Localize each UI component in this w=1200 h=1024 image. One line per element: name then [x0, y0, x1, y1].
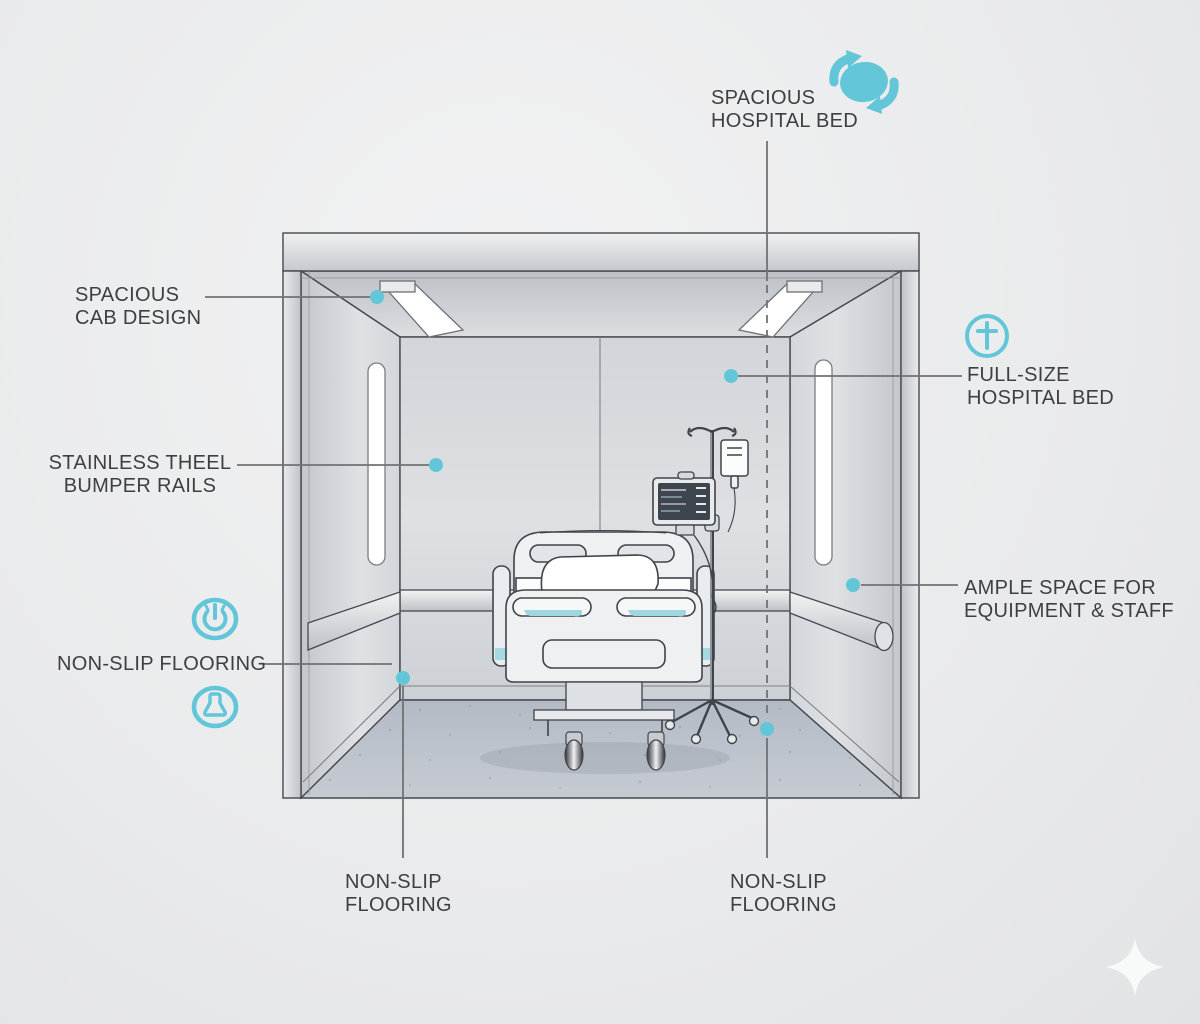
- iv-bag: [720, 439, 749, 533]
- callout-label-line: FLOORING: [730, 894, 837, 916]
- callout-label-line: AMPLE SPACE FOR: [964, 577, 1156, 599]
- callout-label-line: NON-SLIP: [345, 871, 442, 893]
- bed-pedestal: [565, 681, 643, 711]
- callout-spacious-hospital-bed: SPACIOUS HOSPITAL BED: [711, 87, 858, 133]
- ceiling-light-fixtures: [379, 280, 823, 338]
- callout-label-line: FLOORING: [345, 894, 452, 916]
- callout-label-line: NON-SLIP: [730, 871, 827, 893]
- wall-light-strips: [367, 359, 833, 566]
- callout-ample-space: AMPLE SPACE FOR EQUIPMENT & STAFF: [964, 577, 1174, 623]
- callout-non-slip-flooring-left: NON-SLIP FLOORING: [57, 653, 266, 676]
- callout-label-line: FULL-SIZE: [967, 364, 1070, 386]
- bed-pillow: [540, 554, 659, 594]
- cab-left-column: [282, 270, 302, 799]
- bumper-rail-left: [307, 591, 401, 651]
- medical-cross-icon: [962, 311, 1012, 361]
- wall-light-right: [814, 359, 833, 566]
- sparkle-icon: [1106, 938, 1164, 996]
- callout-non-slip-flooring-bottom-left: NON-SLIP FLOORING: [345, 871, 452, 917]
- cab-right-column: [900, 270, 920, 799]
- bed-casters: [564, 731, 666, 771]
- callout-dots: [370, 290, 860, 736]
- callout-spacious-cab-design: SPACIOUS CAB DESIGN: [75, 284, 201, 330]
- iv-pole-base: [664, 698, 760, 745]
- callout-label-line: HOSPITAL BED: [711, 110, 858, 132]
- frame-lip-lines: [301, 271, 901, 795]
- cab-top-band: [282, 232, 920, 272]
- power-button-icon: [189, 594, 241, 644]
- patient-monitor: [652, 471, 717, 616]
- bed-shadow: [480, 742, 730, 774]
- rotate-arrows-icon: [820, 48, 908, 116]
- monitor-cable: [693, 534, 717, 616]
- callout-label-line: SPACIOUS: [75, 284, 180, 306]
- hospital-bed: [492, 529, 715, 771]
- callout-full-size-hospital-bed: FULL-SIZE HOSPITAL BED: [967, 364, 1114, 410]
- callout-stainless-bumper-rails: STAINLESS THEEL BUMPER RAILS: [40, 452, 240, 498]
- callout-label-line: HOSPITAL BED: [967, 387, 1114, 409]
- callout-label-line: EQUIPMENT & STAFF: [964, 600, 1174, 622]
- iv-hooks: [687, 426, 737, 438]
- plunger-icon: [189, 682, 241, 732]
- callout-label-line: NON-SLIP FLOORING: [57, 653, 267, 675]
- callout-label-line: STAINLESS THEEL: [48, 452, 232, 474]
- callout-non-slip-flooring-bottom-right: NON-SLIP FLOORING: [730, 871, 837, 917]
- callout-label-line: BUMPER RAILS: [63, 475, 217, 497]
- callout-lines: [205, 141, 962, 858]
- wall-light-left: [367, 362, 386, 566]
- callout-label-line: CAB DESIGN: [75, 307, 202, 329]
- iv-pole-and-monitor: [652, 426, 760, 745]
- callout-label-line: SPACIOUS: [711, 87, 816, 109]
